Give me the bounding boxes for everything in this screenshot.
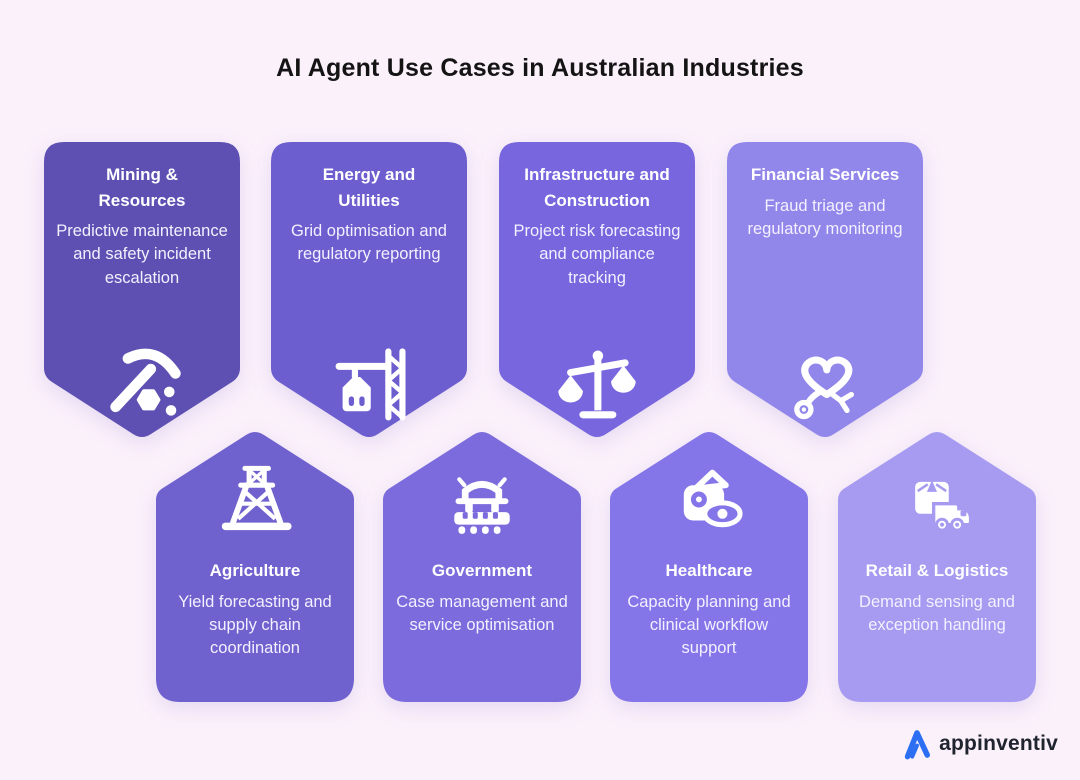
card-shape bbox=[383, 432, 581, 702]
page-title: AI Agent Use Cases in Australian Industr… bbox=[276, 54, 804, 82]
card-title: Mining & Resources bbox=[98, 165, 186, 210]
card-retail-logistics: Retail & Logistics Demand sensing and ex… bbox=[838, 430, 1036, 702]
card-description: Demand sensing and exception handling bbox=[859, 592, 1015, 634]
card-shape bbox=[610, 432, 808, 702]
card-shape bbox=[838, 432, 1036, 702]
card-title: Retail & Logistics bbox=[865, 561, 1009, 580]
card-description: Grid optimisation and regulatory reporti… bbox=[291, 222, 447, 264]
card-shape bbox=[271, 142, 467, 437]
card-title: Agriculture bbox=[209, 561, 301, 580]
card-title: Infrastructure and Construction bbox=[524, 165, 670, 210]
card-description: Predictive maintenance and safety incide… bbox=[56, 222, 228, 287]
card-shape bbox=[156, 432, 354, 702]
card-banner-shape bbox=[271, 142, 467, 437]
package-truck-icon bbox=[915, 480, 973, 532]
card-infrastructure-construction: Infrastructure and Construction Project … bbox=[499, 142, 695, 440]
brand-name: appinventiv bbox=[939, 732, 1058, 755]
card-description: Yield forecasting and supply chain coord… bbox=[178, 592, 332, 658]
card-description: Project risk forecasting and compliance … bbox=[513, 222, 681, 287]
card-banner-shape bbox=[838, 432, 1036, 702]
wallet-eye-icon bbox=[683, 469, 743, 528]
card-description: Capacity planning and clinical workflow … bbox=[627, 592, 791, 658]
card-shape bbox=[44, 142, 240, 437]
card-banner-shape bbox=[44, 142, 240, 437]
card-mining-resources: Mining & Resources Predictive maintenanc… bbox=[44, 142, 240, 440]
card-banner-shape bbox=[727, 142, 923, 437]
card-description: Case management and service optimisation bbox=[396, 592, 568, 634]
power-tower-icon bbox=[335, 348, 406, 421]
card-shape bbox=[727, 142, 923, 437]
card-title: Healthcare bbox=[665, 561, 753, 580]
derrick-tower-icon bbox=[221, 465, 292, 531]
card-healthcare: Healthcare Capacity planning and clinica… bbox=[610, 430, 808, 702]
card-financial-services: Financial Services Fraud triage and regu… bbox=[727, 142, 923, 440]
card-title: Financial Services bbox=[750, 165, 900, 184]
card-shape bbox=[499, 142, 695, 437]
card-government: Government Case management and service o… bbox=[383, 430, 581, 702]
card-title: Energy and Utilities bbox=[322, 165, 416, 210]
balance-scale-icon bbox=[558, 350, 636, 419]
card-energy-utilities: Energy and Utilities Grid optimisation a… bbox=[271, 142, 467, 440]
card-banner-shape bbox=[499, 142, 695, 437]
plow-machine-icon bbox=[454, 477, 510, 534]
appinventiv-mark-icon bbox=[904, 730, 931, 760]
pickaxe-icon bbox=[110, 348, 181, 416]
brand-logo: appinventiv bbox=[902, 726, 1058, 762]
card-banner-shape bbox=[610, 432, 808, 702]
card-title: Government bbox=[431, 561, 533, 580]
card-banner-shape bbox=[383, 432, 581, 702]
card-description: Fraud triage and regulatory monitoring bbox=[747, 196, 903, 238]
heart-stethoscope-icon bbox=[794, 356, 855, 420]
card-banner-shape bbox=[156, 432, 354, 702]
card-agriculture: Agriculture Yield forecasting and supply… bbox=[156, 430, 354, 702]
